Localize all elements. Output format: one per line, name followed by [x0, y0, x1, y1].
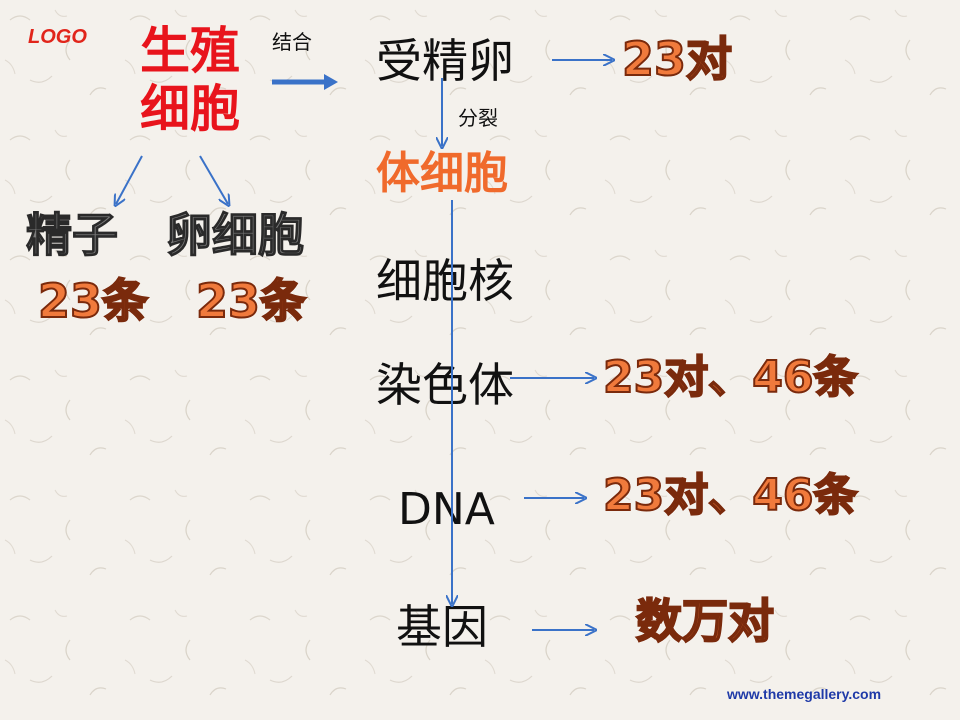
combine-label: 结合 — [272, 30, 312, 54]
arrow-combine — [272, 74, 338, 90]
website-link[interactable]: www.themegallery.com — [727, 686, 882, 702]
zygote-label: 受精卵 — [376, 34, 514, 88]
nucleus-label: 细胞核 — [376, 254, 514, 308]
sperm-label: 精子 — [25, 208, 118, 262]
gene-value: 数万对 — [635, 594, 775, 648]
body-cell-label: 体细胞 — [376, 148, 508, 199]
egg-count: 23条 — [195, 274, 307, 328]
dna-value: 23对、46条 — [602, 470, 858, 521]
arrow-to-egg — [199, 155, 228, 204]
chromosome-label: 染色体 — [376, 358, 514, 412]
egg-label: 卵细胞 — [165, 208, 304, 262]
logo: LOGO — [28, 26, 87, 48]
dna-label: DNA — [398, 484, 495, 535]
zygote-value: 23对 — [621, 32, 733, 86]
arrow-to-sperm — [116, 155, 143, 204]
germ-cell-line1: 生殖 — [140, 22, 240, 80]
gene-label: 基因 — [396, 600, 488, 654]
chromosome-value: 23对、46条 — [602, 352, 858, 403]
sperm-count: 23条 — [37, 274, 149, 328]
germ-cell-line2: 细胞 — [140, 80, 240, 138]
split-label: 分裂 — [458, 106, 498, 130]
